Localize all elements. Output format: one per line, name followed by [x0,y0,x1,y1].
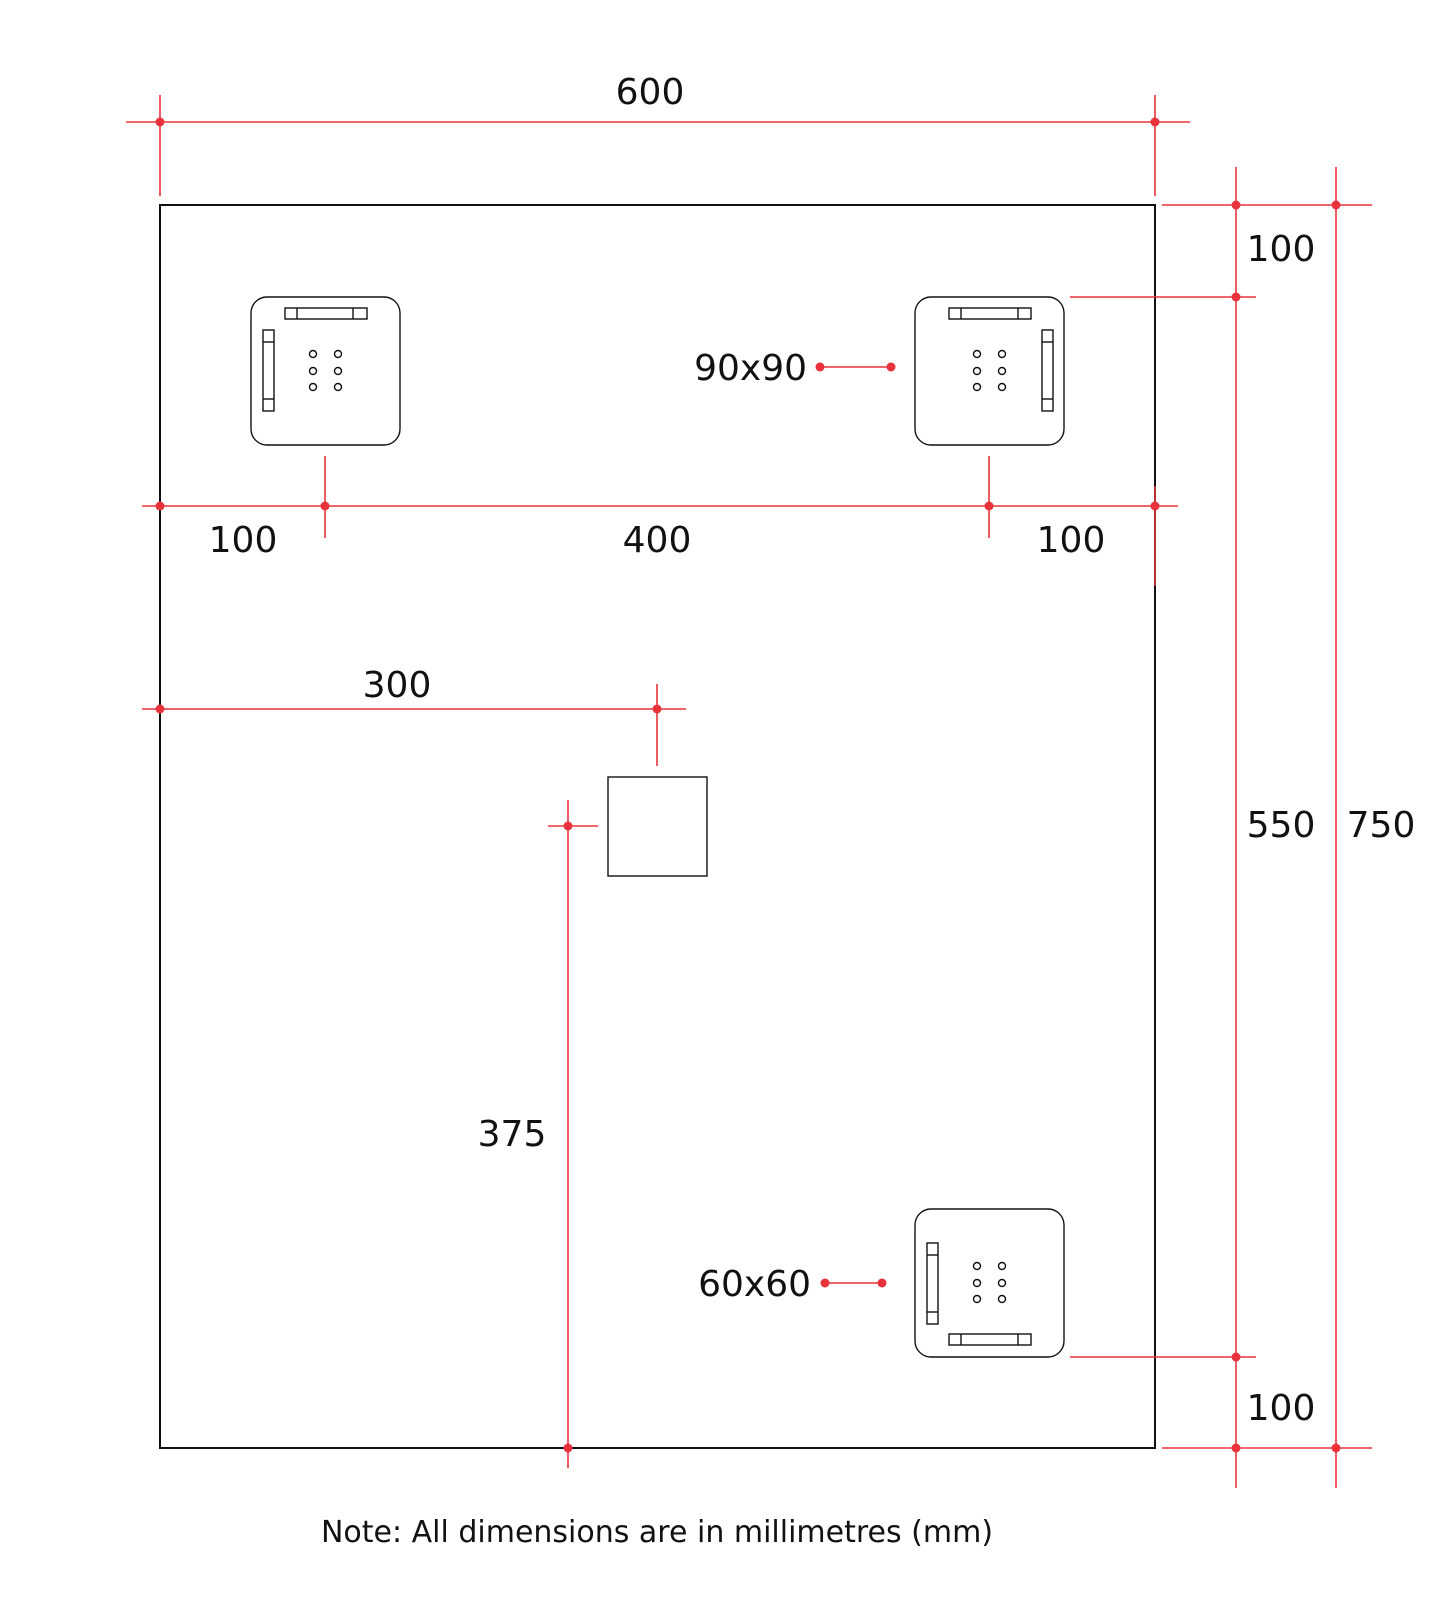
dim-right-offset-label: 100 [1037,520,1106,561]
bracket-large-label: 90x90 [694,348,807,389]
units-note: Note: All dimensions are in millimetres … [321,1515,993,1550]
bracket-top-right [914,296,1065,446]
dim-center-horizontal: 300 [142,665,686,766]
bracket-top-left [250,296,401,446]
center-marker-square [607,776,708,877]
dim-center-vertical: 375 [478,800,598,1468]
dim-center-span-label: 400 [623,520,692,561]
leader-90x90: 90x90 [694,348,896,389]
bracket-small-label: 60x60 [698,1264,811,1305]
dim-bracket-spacing: 100 400 100 [142,456,1178,586]
dim-overall-height-label: 750 [1347,805,1416,846]
dim-inner-height-label: 550 [1247,805,1316,846]
dim-overall-width-label: 600 [616,72,685,113]
dim-center-horizontal-label: 300 [363,665,432,706]
dim-overall-width: 600 [126,72,1190,196]
bracket-bottom-right [914,1208,1065,1358]
dim-vertical-right: 100 550 750 100 [1070,167,1415,1488]
dim-center-vertical-label: 375 [478,1114,547,1155]
dim-left-offset-label: 100 [209,520,278,561]
dim-bottom-offset-label: 100 [1247,1388,1316,1429]
leader-60x60: 60x60 [698,1264,887,1305]
dim-top-offset-label: 100 [1247,229,1316,270]
